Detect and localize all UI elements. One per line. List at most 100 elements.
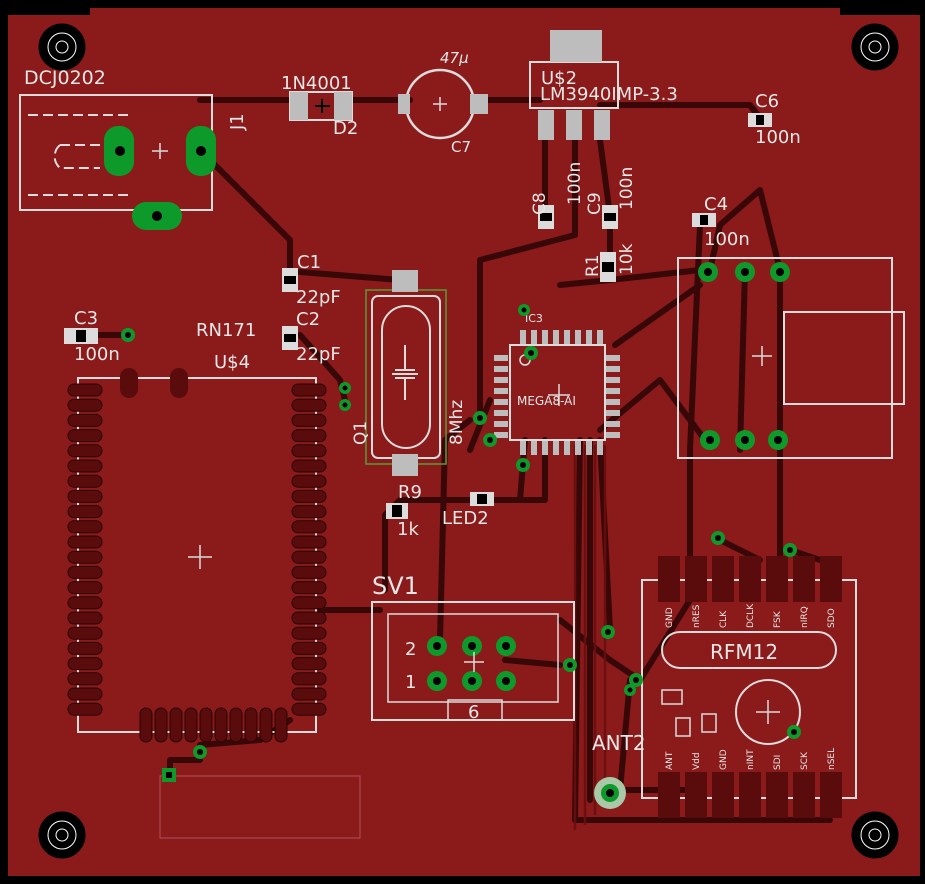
label-sv1-pin2: 2 [405, 639, 416, 660]
connector-pad-hole [776, 268, 784, 276]
cap-c4: C4 100n [692, 194, 750, 250]
vias [193, 625, 643, 759]
rn171-pad-bottom [199, 707, 213, 743]
capacitor-c7: 47µ C7 [398, 49, 488, 156]
rn171-pad-right [291, 611, 327, 625]
module-rn171: RN171 U$4 [67, 320, 327, 743]
label-j1: J1 [227, 113, 248, 131]
rn171-pad-left [67, 535, 103, 549]
mcu-pad [531, 330, 537, 344]
sv1-pad-hole [433, 642, 441, 650]
rn171-pad-bottom [244, 707, 258, 743]
cap-c9: C9 100n [585, 167, 637, 229]
rn171-pad-right [291, 687, 327, 701]
label-c2-val: 22pF [296, 344, 341, 365]
connector-right [677, 257, 905, 459]
label-u2: U$2 [541, 68, 577, 89]
mcu-pad [575, 441, 581, 455]
rn171-pad-left [67, 398, 103, 412]
rfm12-top-pin-label: SDO [827, 608, 837, 628]
mounting-hole-tr [851, 23, 899, 71]
rn171-pad-right [291, 626, 327, 640]
mcu-pad [586, 441, 592, 455]
mounting-holes [38, 23, 899, 859]
mcu-pad [520, 441, 526, 455]
rfm12-pad-top [793, 556, 815, 602]
mcu-pad [597, 441, 603, 455]
rn171-pad-left [67, 611, 103, 625]
rn171-pad-left [67, 672, 103, 686]
mcu-pad [606, 366, 620, 372]
label-8mhz: 8Mhz [447, 400, 467, 445]
rn171-pad-bottom [154, 707, 168, 743]
mounting-hole-bl [38, 811, 86, 859]
label-c3: C3 [74, 308, 98, 329]
diode-d2: 1N4001 D2 [281, 73, 358, 139]
rn171-pad-right [291, 505, 327, 519]
rn171-pad-right [291, 413, 327, 427]
rn171-pad-left [67, 702, 103, 716]
cap-c6: C6 100n [748, 91, 801, 148]
rfm12-bottom-pin-label: SCK [800, 751, 810, 770]
mcu-pad [494, 377, 508, 383]
label-q1: Q1 [351, 421, 371, 445]
mcu-pad [542, 330, 548, 344]
resistor-r1: R1 10k [583, 243, 637, 282]
rn171-pad-right [291, 550, 327, 564]
rn171-pad-right [291, 489, 327, 503]
rn171-pad-right [291, 520, 327, 534]
connector-pad-hole [741, 436, 749, 444]
mcu-pad [606, 377, 620, 383]
mcu-pad [564, 330, 570, 344]
rn171-pad-left [67, 520, 103, 534]
cap-c2: C2 22pF [282, 309, 341, 365]
rn171-pad-left [67, 687, 103, 701]
rn171-pad-bottom [214, 707, 228, 743]
mcu-pad [575, 330, 581, 344]
bottom-outline [159, 768, 361, 839]
mcu-pad [564, 441, 570, 455]
rn171-pad-right [291, 474, 327, 488]
rn171-pad-left [67, 550, 103, 564]
rfm12-pad-bottom [712, 772, 734, 818]
cap-c3: C3 100n [64, 308, 135, 365]
rfm12-bottom-pin-label: Vdd [692, 752, 702, 770]
label-c9: C9 [585, 192, 605, 215]
label-c6: C6 [755, 91, 779, 112]
mcu-pad [542, 441, 548, 455]
mcu-pad [606, 399, 620, 405]
label-d2: D2 [333, 118, 358, 139]
label-sv1-pin6: 6 [468, 702, 479, 723]
connector-pad-hole [704, 268, 712, 276]
rn171-pad-left [67, 596, 103, 610]
rn171-pad-right [291, 429, 327, 443]
label-c4-val: 100n [704, 229, 750, 250]
label-ant2: ANT2 [592, 731, 646, 755]
mcu-pad [494, 421, 508, 427]
mcu-pad [597, 330, 603, 344]
rfm12-pad-bottom [685, 772, 707, 818]
rfm12-top-pin-label: CLK [719, 610, 729, 628]
mcu-pad [531, 441, 537, 455]
mcu-pad [553, 441, 559, 455]
label-sv1-pin1: 1 [405, 672, 416, 693]
rn171-pad-left [67, 581, 103, 595]
rfm12-top-pin-label: GND [665, 607, 675, 628]
rn171-pad-right [291, 565, 327, 579]
traces [77, 97, 833, 823]
rfm12-pad-bottom [820, 772, 842, 818]
rfm12-pad-top [658, 556, 680, 602]
mcu-pad [606, 421, 620, 427]
rfm12-bottom-pin-label: nSEL [827, 748, 837, 770]
rn171-pad-left [67, 565, 103, 579]
rn171-pad-right [291, 383, 327, 397]
rn171-pad-left [67, 489, 103, 503]
sv1-pad-hole [502, 677, 510, 685]
antenna-ant2: ANT2 [592, 731, 646, 809]
label-c1-val: 22pF [296, 287, 341, 308]
label-u4: U$4 [214, 352, 250, 373]
connector-pad-hole [741, 268, 749, 276]
rn171-pad-left [67, 444, 103, 458]
cap-c1: C1 22pF [282, 252, 341, 308]
